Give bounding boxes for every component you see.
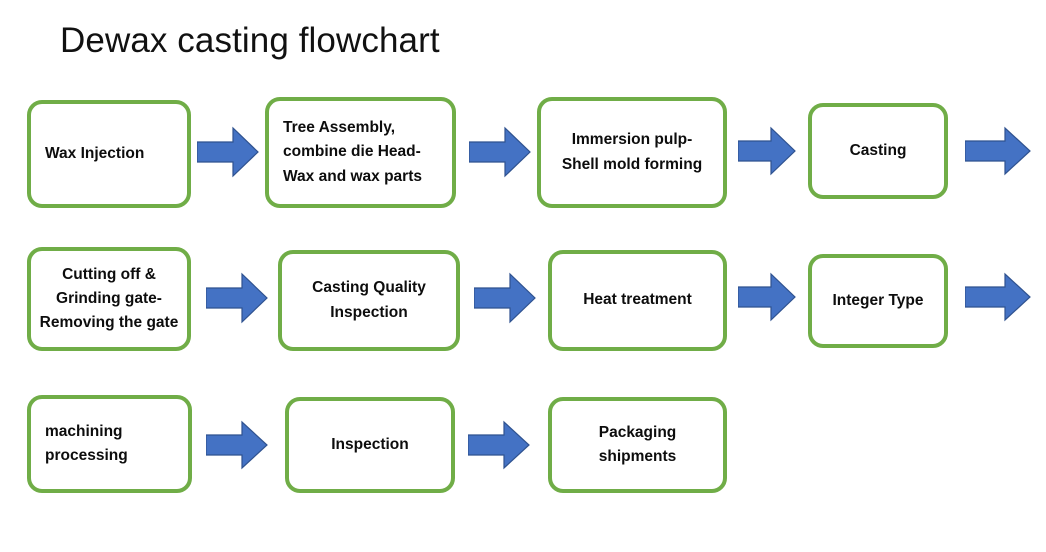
arrow-right-icon <box>206 272 268 324</box>
node-label: Inspection <box>331 435 409 453</box>
node-integer-type[interactable]: Integer Type <box>808 254 948 348</box>
arrow-right-icon <box>468 420 530 470</box>
node-casting[interactable]: Casting <box>808 103 948 199</box>
arrow-right-icon <box>738 272 796 322</box>
arrow-right-icon <box>965 272 1031 322</box>
arrow-right-icon <box>197 126 259 178</box>
node-label: Cutting off & Grinding gate- Removing th… <box>39 265 179 331</box>
arrow-right-icon <box>474 272 536 324</box>
node-packaging-shipments[interactable]: Packaging shipments <box>548 397 727 493</box>
node-label: Packaging shipments <box>598 423 677 465</box>
arrow-right-icon <box>206 420 268 470</box>
node-machining-processing[interactable]: machining processing <box>27 395 192 493</box>
node-heat-treatment[interactable]: Heat treatment <box>548 250 727 351</box>
node-label: Tree Assembly, combine die Head- Wax and… <box>283 119 422 185</box>
arrow-right-icon <box>965 126 1031 176</box>
node-wax-injection[interactable]: Wax Injection <box>27 100 191 208</box>
page-title: Dewax casting flowchart <box>60 21 440 60</box>
node-label: Integer Type <box>832 291 924 309</box>
node-label: machining processing <box>45 422 128 464</box>
node-immersion-pulp[interactable]: Immersion pulp- Shell mold forming <box>537 97 727 208</box>
arrow-right-icon <box>738 126 796 176</box>
node-label: Immersion pulp- Shell mold forming <box>561 131 703 173</box>
node-label: Casting <box>849 141 907 159</box>
node-tree-assembly[interactable]: Tree Assembly, combine die Head- Wax and… <box>265 97 456 208</box>
node-label: Wax Injection <box>45 144 145 162</box>
node-cutting-grinding[interactable]: Cutting off & Grinding gate- Removing th… <box>27 247 191 351</box>
arrow-right-icon <box>469 126 531 178</box>
node-label: Casting Quality Inspection <box>312 279 426 321</box>
node-label: Heat treatment <box>583 291 692 309</box>
node-casting-quality-inspection[interactable]: Casting Quality Inspection <box>278 250 460 351</box>
node-inspection[interactable]: Inspection <box>285 397 455 493</box>
